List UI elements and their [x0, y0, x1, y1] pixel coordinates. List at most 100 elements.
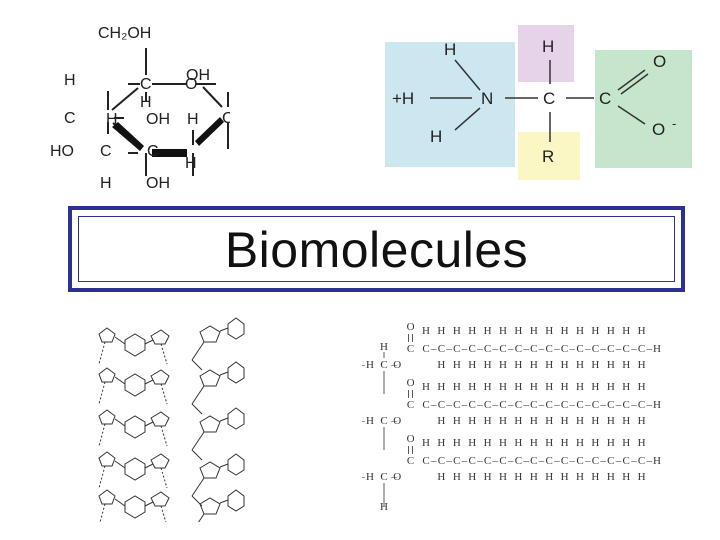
bond-dash: – [522, 343, 529, 355]
carboxyl-group-box [595, 50, 692, 168]
hydrogen-atom: H [638, 381, 646, 393]
wedge-bond-right [195, 117, 224, 146]
hydrogen-atom: H [499, 359, 507, 371]
carbon-atom: C [422, 399, 429, 411]
carbon-atom: C [469, 343, 476, 355]
sugar-ring [199, 461, 221, 479]
base-ring [227, 317, 245, 340]
o-label: O [653, 52, 666, 71]
hydrogen-atom: H [530, 325, 538, 337]
hydrogen-atom: H [530, 415, 538, 427]
backbone-line [160, 467, 168, 489]
bond-dash: – [615, 399, 622, 411]
bond-dash: – [476, 343, 483, 355]
hydrogen-atom: H [576, 381, 584, 393]
hydrogen-atom: H [453, 381, 461, 393]
carbon-atom: C [515, 343, 522, 355]
bond-dash: – [599, 343, 606, 355]
hydrogen-atom: H [607, 359, 615, 371]
ho-label: HO [50, 143, 74, 160]
carbonyl-oxygen-atom: O [407, 321, 415, 333]
hydrogen-atom: H [366, 415, 374, 427]
base-ring [124, 415, 146, 439]
hydrogen-atom: H [484, 471, 492, 483]
hydrogen-atom: H [545, 381, 553, 393]
bond-line [144, 463, 154, 469]
hydrogen-atom: H [622, 325, 630, 337]
hydrogen-atom: H [591, 471, 599, 483]
backbone-line [160, 505, 167, 522]
hydrogen-atom: H [366, 471, 374, 483]
carbon-atom: C [530, 399, 537, 411]
hydrogen-atom: H [545, 359, 553, 371]
nucleotide-chain-structure [191, 317, 245, 522]
bond-dash: – [461, 455, 468, 467]
sugar-ring [199, 325, 221, 343]
hydrogen-atom: H [607, 325, 615, 337]
bond-dash: – [476, 399, 483, 411]
c-label: C [64, 110, 76, 127]
bond-dash: – [599, 455, 606, 467]
hydrogen-atom: H [453, 471, 461, 483]
bond-dash: – [584, 455, 591, 467]
bond-dash: – [492, 455, 499, 467]
backbone-line [98, 465, 106, 489]
backbone-line [98, 423, 106, 447]
backbone-line [160, 383, 168, 405]
hydrogen-atom: H [514, 359, 522, 371]
hydrogen-atom: H [499, 325, 507, 337]
hydrogen-atom: H [545, 437, 553, 449]
h-label: H [185, 155, 197, 172]
hydrogen-atom: H [545, 325, 553, 337]
carbon-atom: C [638, 343, 645, 355]
backbone-line [191, 385, 205, 405]
title-box: Biomolecules [68, 206, 685, 292]
hydrogen-atom: H [622, 381, 630, 393]
carbon-atom: C [438, 399, 445, 411]
c-label: C [222, 110, 230, 127]
backbone-line [160, 425, 168, 447]
bond-dash: – [538, 455, 545, 467]
hydrogen-atom: H [561, 359, 569, 371]
bond-dash: – [615, 455, 622, 467]
carbon-atom: C [499, 455, 506, 467]
carbonyl-carbon-atom: C [407, 343, 414, 355]
bond-dash: – [538, 343, 545, 355]
hydrogen-atom: H [380, 501, 388, 513]
wedge-bond-left [112, 122, 144, 151]
bond-line [219, 417, 229, 422]
terminal-hydrogen-atom: H [653, 455, 661, 467]
bond-dash: – [569, 399, 576, 411]
bond-line [114, 460, 126, 469]
bond-line [114, 498, 126, 507]
base-ring [124, 457, 146, 481]
ester-oxygen-atom: O [393, 415, 401, 427]
carbon-atom: C [592, 399, 599, 411]
bond-line [219, 327, 229, 332]
bond-dash: – [430, 343, 437, 355]
bond-dash: – [362, 359, 365, 371]
bond-dash: – [445, 343, 452, 355]
hydrogen-atom: H [484, 359, 492, 371]
h-label: H [187, 111, 199, 128]
glucose-structure: CH₂OH H C O OH H C H C H OH HO C C H H O… [50, 25, 230, 192]
bond-dash: – [362, 415, 365, 427]
bond-dash: – [646, 399, 653, 411]
bond-dash: – [630, 343, 637, 355]
hydrogen-atom: H [453, 415, 461, 427]
hydrogen-atom: H [437, 471, 445, 483]
bond-dash: – [390, 471, 397, 483]
hydrogen-atom: H [484, 325, 492, 337]
sugar-ring [98, 489, 116, 505]
carbon-atom: C [484, 343, 491, 355]
terminal-hydrogen-atom: H [653, 343, 661, 355]
r-group-box [518, 132, 580, 180]
amino-acid-structure: H H O +H N C C O - H R [385, 25, 692, 180]
hydrogen-atom: H [561, 471, 569, 483]
sugar-ring [199, 415, 221, 433]
bond-dash: – [507, 399, 514, 411]
backbone-line [98, 341, 106, 365]
h-label: H [106, 111, 118, 128]
hydrogen-atom: H [576, 359, 584, 371]
bold-bond-bottom [152, 149, 187, 157]
